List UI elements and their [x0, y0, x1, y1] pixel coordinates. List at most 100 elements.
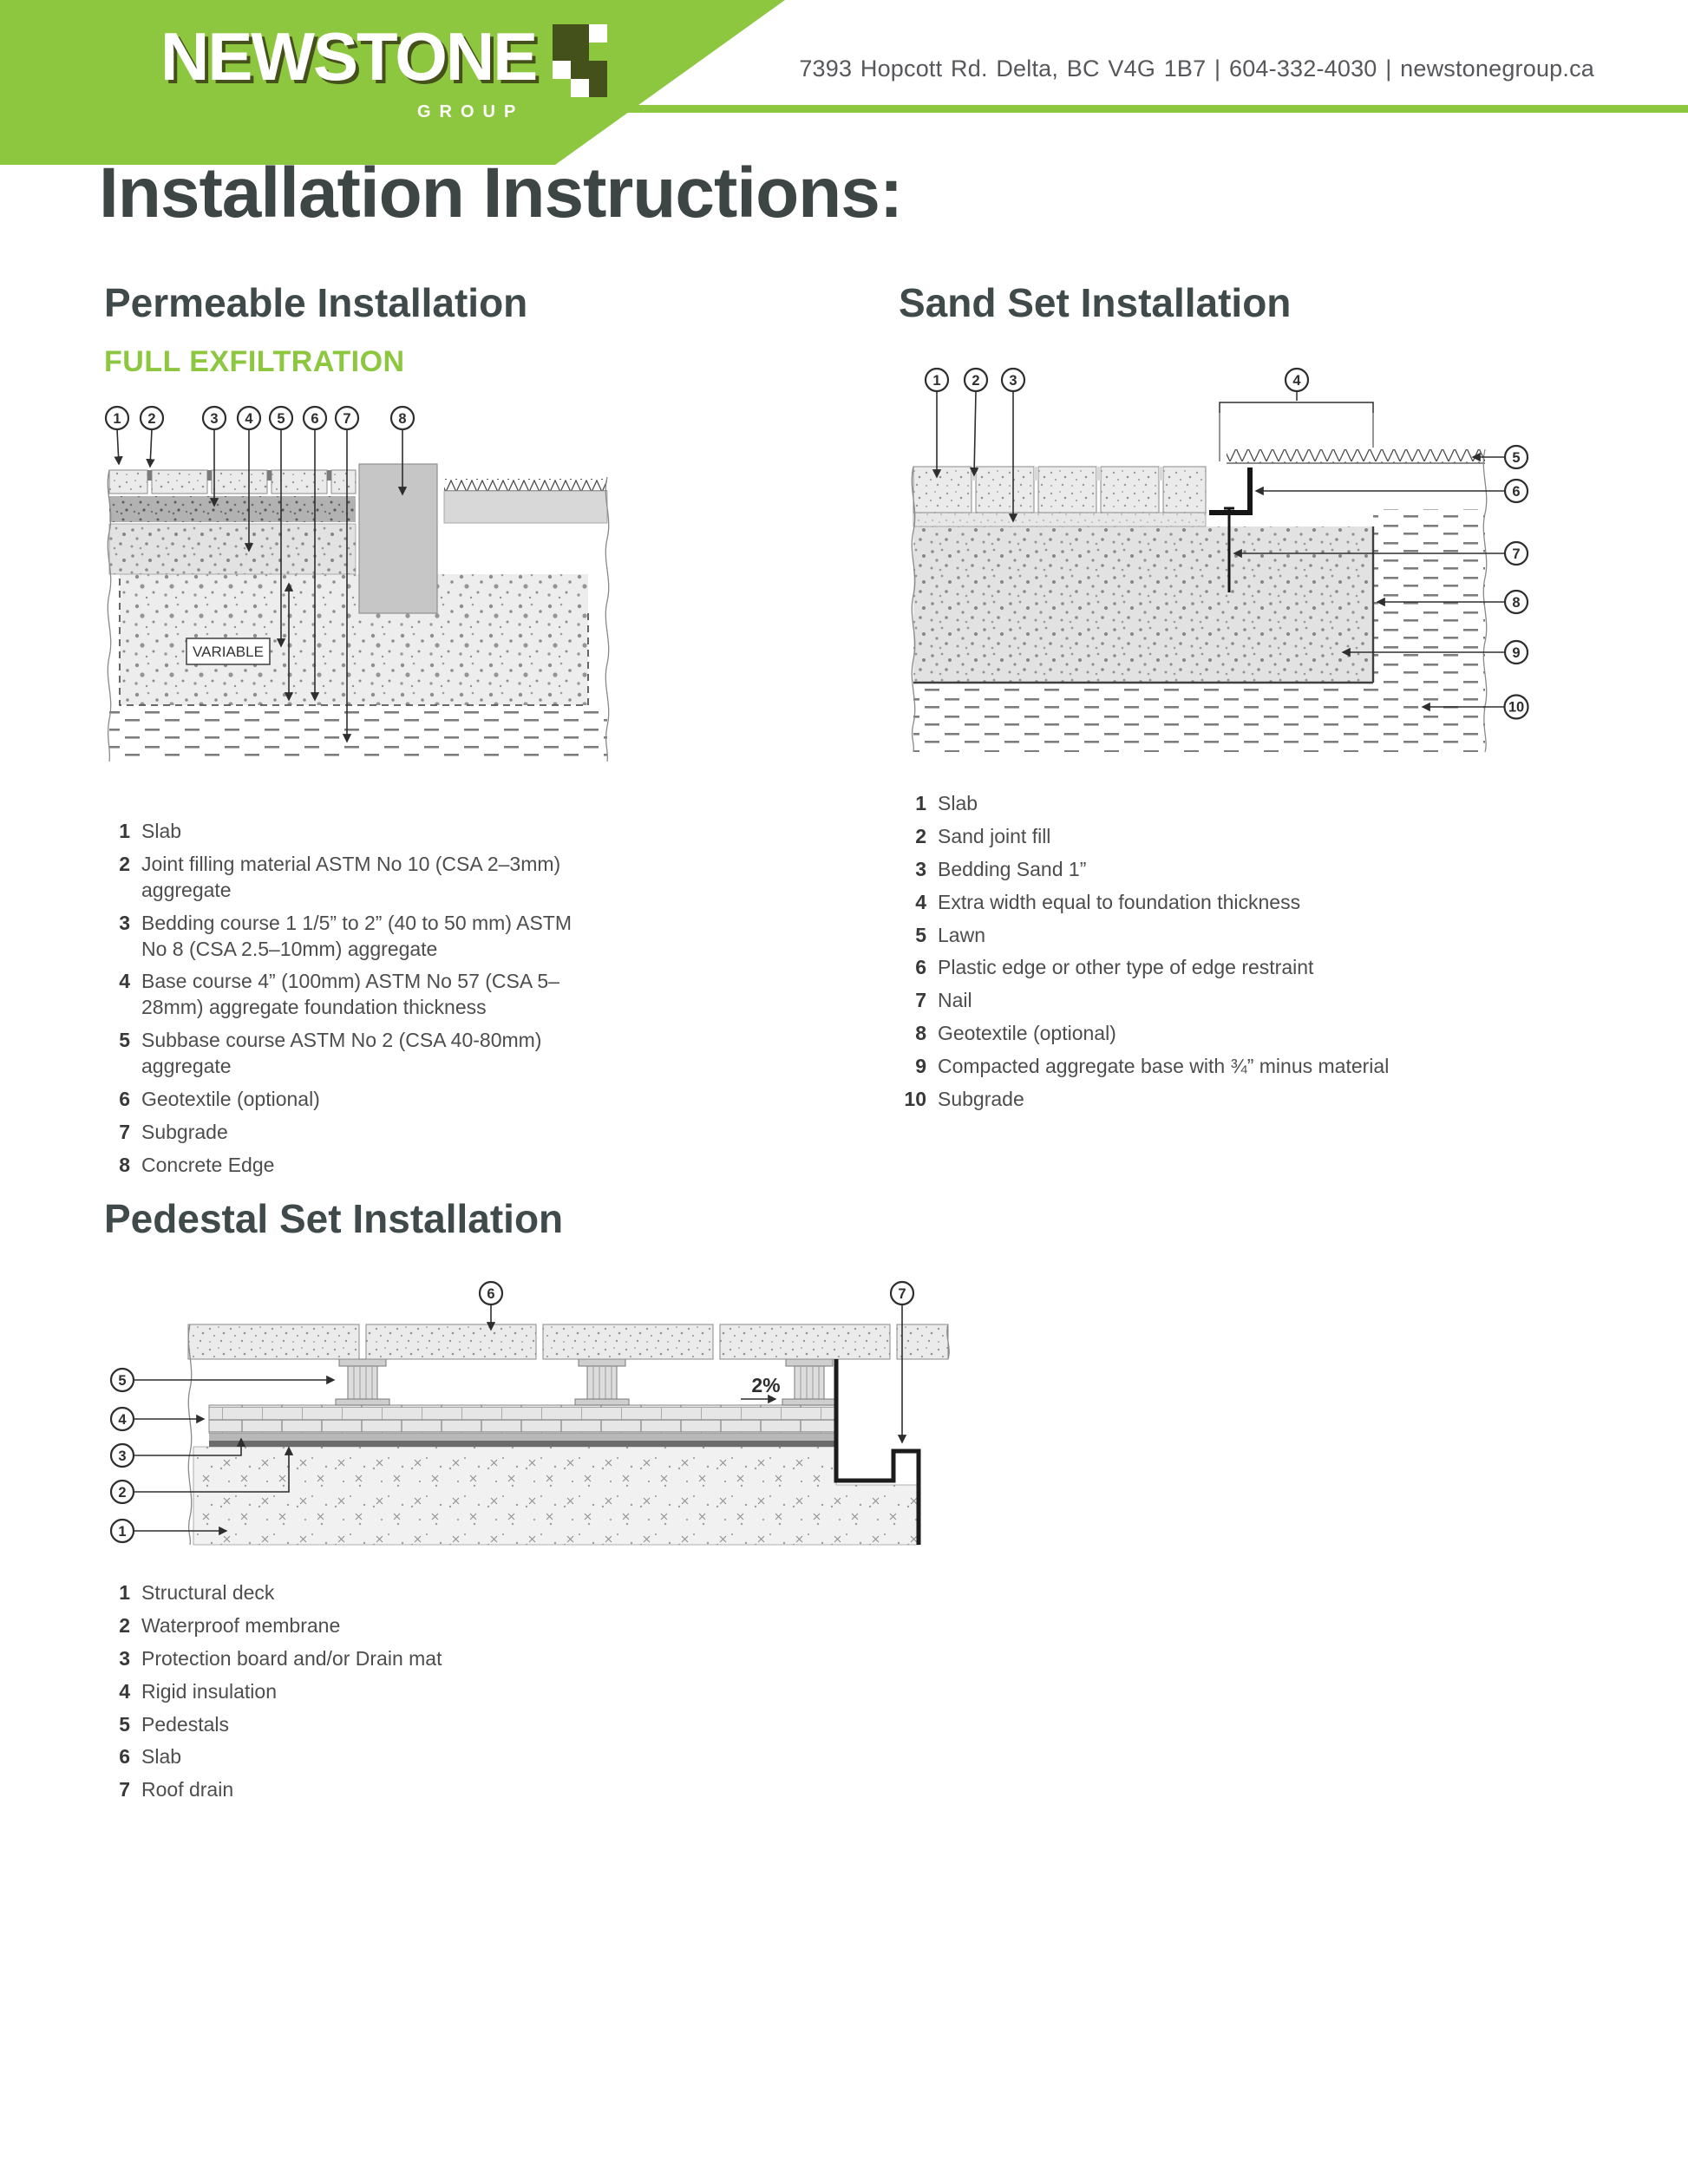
legend-item: 1 Slab: [899, 791, 1454, 817]
permeable-leaders: [114, 428, 408, 743]
svg-text:4: 4: [118, 1412, 127, 1428]
callout-4: 4: [109, 1406, 135, 1432]
permeable-section-title: Permeable Installation: [104, 280, 528, 325]
legend-item-text: Nail: [938, 989, 972, 1012]
contact-line: 7393 Hopcott Rd. Delta, BC V4G 1B7 | 604…: [799, 56, 1594, 82]
legend-item-text: Structural deck: [141, 1581, 275, 1604]
legend-item-number: 1: [119, 820, 130, 842]
pedestal-legend: 1 Structural deck 2 Waterproof membrane …: [102, 1580, 658, 1810]
legend-item-text: Sand joint fill: [938, 824, 1051, 847]
svg-text:2: 2: [118, 1485, 126, 1501]
legend-item-number: 6: [119, 1745, 130, 1769]
legend-item: 1 Slab: [102, 819, 588, 845]
concrete-edge-block: [358, 463, 438, 614]
callout-4: 4: [1284, 367, 1310, 393]
legend-item-text: Joint filling material ASTM No 10 (CSA 2…: [141, 852, 561, 901]
legend-item-text: Plastic edge or other type of edge restr…: [938, 956, 1314, 979]
legend-item-number: 4: [119, 970, 130, 993]
section-break-right: [946, 1324, 950, 1360]
legend-item: 6 Slab: [102, 1744, 658, 1770]
legend-item-number: 1: [915, 792, 926, 814]
callout-4: 4: [236, 405, 262, 431]
callout-3: 3: [109, 1442, 135, 1468]
legend-item-text: Geotextile (optional): [141, 1088, 320, 1111]
adjacent-surface-block: [443, 490, 608, 524]
pedestal-2: [574, 1358, 630, 1406]
sandset-leaders: [932, 390, 1505, 712]
legend-item-number: 8: [915, 1022, 926, 1045]
legend-item: 2 Sand joint fill: [899, 824, 1454, 850]
svg-text:3: 3: [210, 411, 218, 427]
callout-10: 10: [1503, 694, 1529, 720]
aggregate-base-layer: [913, 526, 1373, 683]
callout-7: 7: [334, 405, 360, 431]
legend-item-text: Base course 4” (100mm) ASTM No 57 (CSA 5…: [141, 970, 559, 1019]
callout-2: 2: [963, 367, 989, 393]
page-title: Installation Instructions:: [99, 154, 903, 232]
grass-strip: [444, 479, 607, 492]
callout-6: 6: [302, 405, 328, 431]
svg-text:5: 5: [1512, 450, 1520, 466]
svg-text:6: 6: [487, 1286, 494, 1302]
legend-item-text: Slab: [938, 792, 978, 814]
legend-item-text: Waterproof membrane: [141, 1613, 341, 1637]
legend-item: 9 Compacted aggregate base with ¾” minus…: [899, 1054, 1454, 1080]
svg-text:2: 2: [972, 373, 979, 389]
callout-9: 9: [1503, 639, 1529, 665]
legend-item-number: 10: [904, 1088, 926, 1111]
slab-layer: [187, 1324, 949, 1360]
legend-item-number: 1: [119, 1581, 130, 1604]
section-break-right: [1482, 448, 1488, 753]
callout-5: 5: [1503, 444, 1529, 470]
legend-item-text: Pedestals: [141, 1712, 230, 1736]
callout-8: 8: [389, 405, 415, 431]
section-break-left: [187, 1324, 193, 1546]
legend-item-number: 6: [915, 956, 926, 979]
nail: [1224, 507, 1234, 592]
callout-3: 3: [1000, 367, 1026, 393]
slope-label: 2%: [741, 1374, 781, 1404]
legend-item-text: Subbase course ASTM No 2 (CSA 40-80mm) a…: [141, 1029, 542, 1078]
callout-5: 5: [109, 1367, 135, 1393]
sandset-legend: 1 Slab 2 Sand joint fill 3 Bedding Sand …: [899, 791, 1454, 1120]
svg-text:6: 6: [311, 411, 318, 427]
legend-item-text: Rigid insulation: [141, 1679, 277, 1703]
callout-8: 8: [1503, 589, 1529, 615]
full-exfiltration-subtitle: FULL EXFILTRATION: [104, 345, 405, 378]
callout-1: 1: [924, 367, 950, 393]
svg-text:2%: 2%: [751, 1374, 780, 1396]
slab-layer: [108, 469, 357, 494]
svg-text:5: 5: [277, 411, 285, 427]
legend-item-number: 3: [915, 857, 926, 880]
header-green-rule: [468, 105, 1688, 113]
legend-item: 5 Subbase course ASTM No 2 (CSA 40-80mm)…: [102, 1028, 588, 1080]
section-break-right: [605, 476, 610, 762]
legend-item: 5 Pedestals: [102, 1712, 658, 1738]
bedding-sand-layer: [913, 512, 1207, 527]
legend-item-text: Bedding course 1 1/5” to 2” (40 to 50 mm…: [141, 911, 572, 960]
rigid-insulation: [208, 1404, 837, 1434]
logo-group-text: GROUP: [417, 102, 525, 121]
plastic-edge-restraint: [1209, 468, 1253, 515]
legend-item-number: 8: [119, 1153, 130, 1176]
legend-item: 2 Joint filling material ASTM No 10 (CSA…: [102, 852, 588, 904]
lawn: [1227, 449, 1485, 464]
svg-text:1: 1: [118, 1524, 126, 1540]
callout-2: 2: [139, 405, 165, 431]
legend-item-text: Geotextile (optional): [938, 1022, 1116, 1045]
section-break-left: [107, 469, 112, 762]
sandset-diagram: 1 2 3 4 5 6 7 8 9 10: [911, 367, 1529, 753]
callout-3: 3: [201, 405, 227, 431]
legend-item-number: 7: [119, 1778, 130, 1801]
legend-item-number: 4: [119, 1679, 130, 1703]
legend-item: 7 Roof drain: [102, 1777, 658, 1803]
permeable-diagram: VARIABLE 1 2 3 4 5 6 7 8: [104, 405, 610, 762]
callout-6: 6: [1503, 478, 1529, 504]
callout-1: 1: [104, 405, 130, 431]
base-course-layer: [108, 523, 357, 575]
svg-text:9: 9: [1512, 645, 1520, 661]
legend-item-number: 5: [119, 1029, 130, 1052]
svg-text:1: 1: [113, 411, 121, 427]
bedding-course-layer: [109, 496, 356, 522]
slab-layer: [913, 466, 1207, 513]
